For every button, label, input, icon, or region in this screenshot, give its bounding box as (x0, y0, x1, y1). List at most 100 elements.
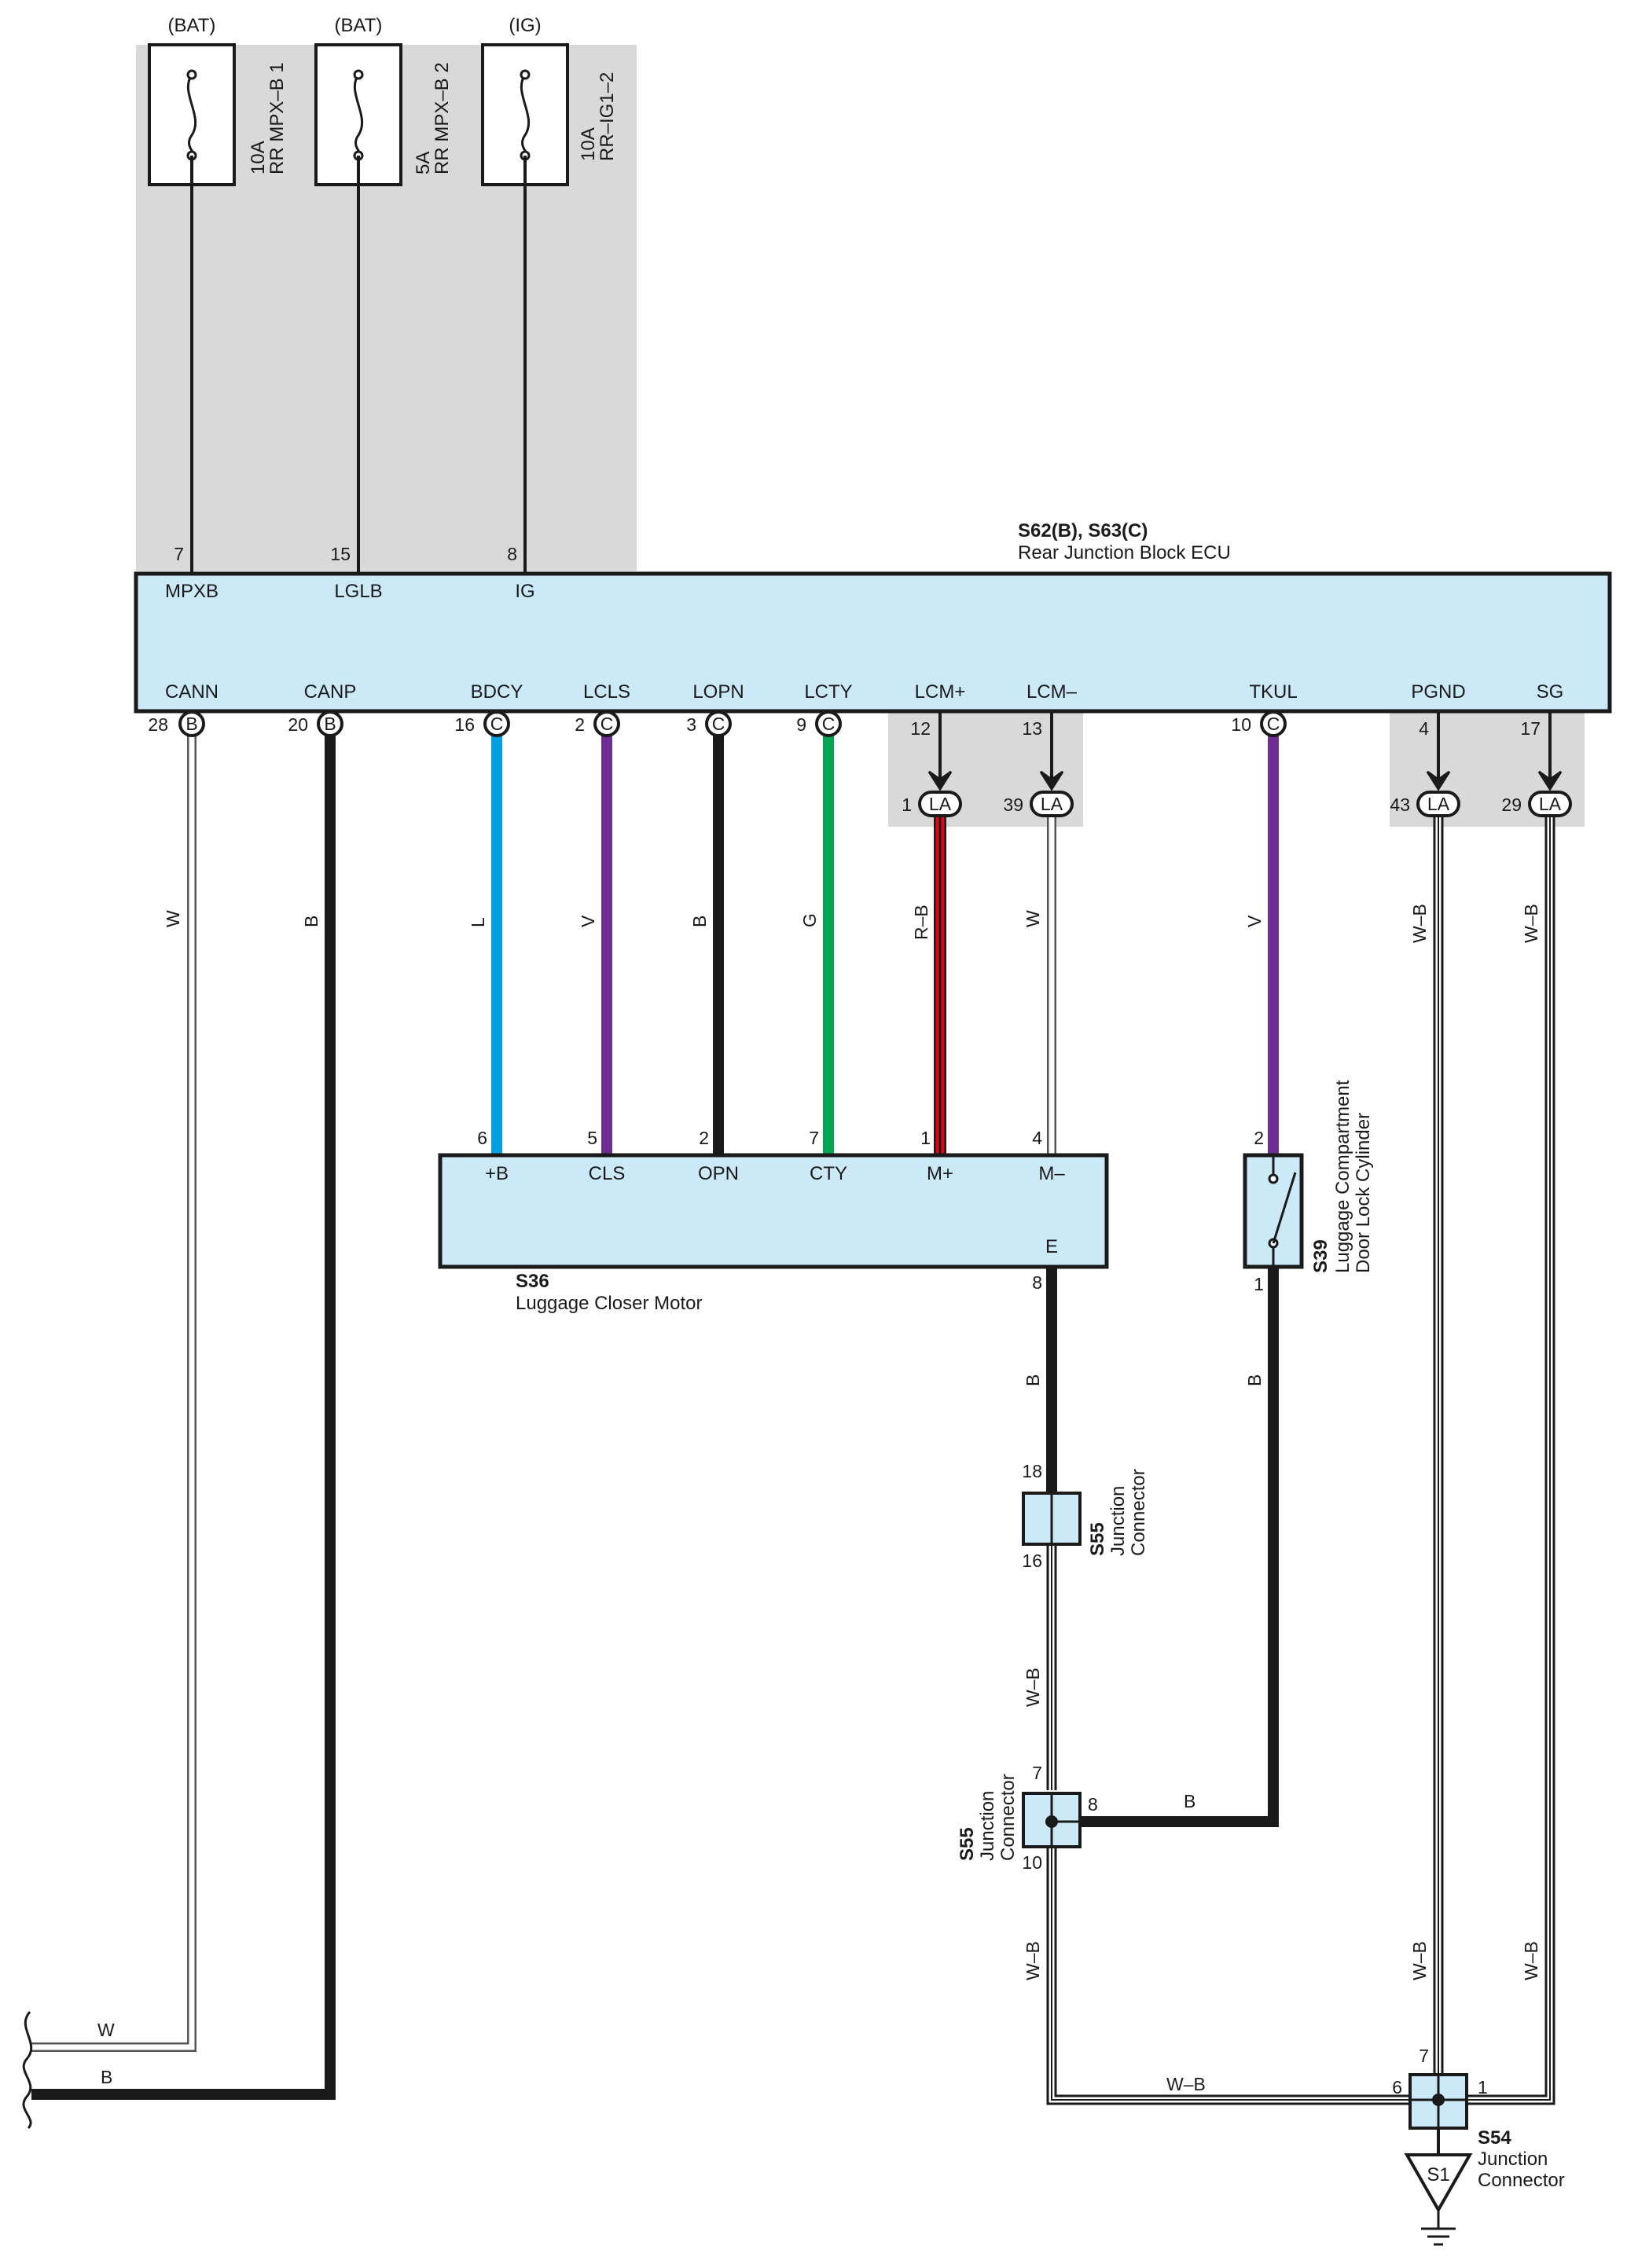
conn-circle: C (483, 710, 510, 737)
la-connectors: LA 1 LA 39 LA 43 LA 29 (902, 791, 1572, 817)
wire-label-e: B (1023, 1374, 1043, 1386)
luggage-closer-motor: 6 5 2 7 1 4 +B CLS OPN CTY M+ M– E 8 S36… (438, 1128, 1109, 1314)
jc-line1: Junction (1107, 1486, 1129, 1556)
wire-canp (31, 723, 336, 2100)
junction-connector-s54: 7 6 1 S54 Junction Connector (1392, 2046, 1565, 2191)
svg-text:B: B (324, 714, 336, 734)
wire-label-sg-lower: W–B (1521, 1941, 1541, 1980)
fuse-name-label: RR MPX–B 1 (266, 62, 288, 174)
wire-label-s55-link: W–B (1023, 1668, 1043, 1707)
svg-text:C: C (490, 714, 504, 734)
svg-text:LA: LA (1427, 794, 1450, 814)
la-connector: LA 43 (1390, 791, 1460, 817)
svg-text:8: 8 (1088, 1794, 1098, 1815)
ecu-terminal-label: MPXB (165, 581, 219, 602)
ecu-terminal-label: TKUL (1249, 681, 1297, 703)
jc-id: S55 (957, 1827, 978, 1861)
ecu-terminal-label: LCM+ (915, 681, 966, 703)
la-arrow-leads (927, 711, 1563, 791)
wire-label-lcls: V (578, 915, 598, 927)
fuse-name-label: RR MPX–B 2 (432, 62, 453, 174)
ecu-terminal-label: LOPN (692, 681, 744, 703)
svg-text:B: B (185, 714, 197, 734)
switch-name-line2: Door Lock Cylinder (1353, 1113, 1374, 1273)
ecu-terminal-label: LCLS (583, 681, 630, 703)
wire-label-s55-10: W–B (1023, 1941, 1043, 1980)
svg-text:LA: LA (929, 794, 952, 814)
ground-s1: S1 (1404, 2128, 1473, 2246)
svg-text:2: 2 (1254, 1128, 1264, 1148)
ecu-pin: 7 (174, 544, 184, 564)
fuse-source-label: (BAT) (335, 15, 383, 36)
svg-text:4: 4 (1032, 1128, 1042, 1148)
ecu-terminal-label: IG (515, 581, 534, 602)
ecu-connector-circles: B B C C C C C (178, 710, 1287, 737)
fuse-rr-ig1-2: (IG) 10A RR–IG1–2 (481, 15, 618, 186)
jc-line2: Connector (997, 1774, 1019, 1861)
ecu-pin: 16 (454, 714, 475, 735)
conn-circle: C (815, 710, 842, 737)
wire-label-cann: W (163, 910, 183, 927)
wire-label-bdcy: L (468, 917, 488, 927)
wire-sg (1468, 817, 1553, 2103)
fuse-rr-mpx-b2: (BAT) 5A RR MPX–B 2 (314, 15, 453, 186)
jc-id: S55 (1087, 1522, 1108, 1556)
ecu-pin: 17 (1520, 718, 1541, 739)
fuse-rating-label: 5A (413, 152, 434, 174)
motor-terminal-label: M– (1038, 1163, 1065, 1184)
svg-text:16: 16 (1022, 1551, 1042, 1571)
wire-s39-to-s55 (1078, 1267, 1279, 1827)
wire-s55-to-s54 (1049, 1847, 1408, 2103)
svg-text:29: 29 (1501, 795, 1522, 815)
wire-sg-outline (1468, 817, 1555, 2105)
ecu-pin: 10 (1231, 714, 1251, 735)
jc-id: S54 (1478, 2127, 1511, 2149)
svg-text:C: C (600, 714, 614, 734)
ecu-pin: 3 (686, 714, 696, 735)
la-connector: LA 1 (902, 791, 962, 817)
wire-label-lopn: B (689, 916, 710, 927)
ecu-pin: 9 (796, 714, 806, 735)
fuse-source-label: (IG) (509, 15, 541, 36)
wire-label-s55-8: B (1184, 1791, 1195, 1811)
fuse-rr-mpx-b1: (BAT) 10A RR MPX–B 1 (148, 15, 288, 186)
ecu-pin: 15 (330, 544, 351, 564)
wire-label-bottom-run: W–B (1166, 2074, 1206, 2094)
ground-id: S1 (1427, 2164, 1449, 2185)
svg-text:C: C (712, 714, 725, 734)
motor-terminal-label: CTY (810, 1163, 847, 1184)
la-connector: LA 39 (1003, 791, 1074, 817)
svg-text:2: 2 (699, 1128, 709, 1148)
junction-connector-s55-upper: 18 16 S55 Junction Connector (1022, 1461, 1149, 1571)
wire-label-tkul: V (1244, 915, 1265, 927)
ecu-pin: 2 (575, 714, 585, 735)
conn-circle: C (593, 710, 620, 737)
wire-sg-stripe (1468, 817, 1551, 2101)
wire-label-pgnd: W–B (1409, 904, 1430, 943)
wire-label-sg: W–B (1521, 904, 1541, 943)
wire-cann (31, 723, 195, 2050)
motor-terminal-label: M+ (927, 1163, 953, 1184)
motor-terminal-label: OPN (698, 1163, 739, 1184)
svg-text:1: 1 (1478, 2077, 1488, 2097)
wire-color-labels: W B L V B G R–B W V W–B W–B B B W–B B W–… (97, 904, 1541, 2094)
conn-circle: C (705, 710, 732, 737)
jc-line2: Connector (1478, 2170, 1565, 2191)
svg-text:1: 1 (902, 795, 912, 815)
motor-id: S36 (516, 1271, 549, 1292)
wire-label-exit-b: B (101, 2067, 112, 2087)
motor-name: Luggage Closer Motor (516, 1293, 702, 1314)
ecu-terminal-label: CANP (304, 681, 357, 703)
conn-circle: C (1260, 710, 1287, 737)
svg-text:7: 7 (1419, 2046, 1429, 2066)
ecu-terminal-label: LGLB (334, 581, 382, 602)
switch-id: S39 (1310, 1239, 1331, 1273)
svg-text:39: 39 (1003, 795, 1023, 815)
conn-circle: B (178, 710, 205, 737)
wire-label-lcm-plus: R–B (911, 905, 931, 940)
svg-text:7: 7 (809, 1128, 819, 1148)
wire-label-s39: B (1244, 1374, 1265, 1386)
wire-label-pgnd-lower: W–B (1409, 1941, 1430, 1980)
motor-terminal-label: CLS (589, 1163, 626, 1184)
la-connector: LA 29 (1501, 791, 1572, 817)
